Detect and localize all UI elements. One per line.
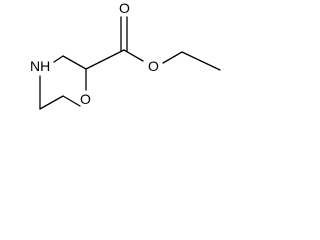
- ring-bond-c3-c2: [62, 55, 87, 70]
- bond-c2-carbonyl-carbon: [85, 49, 125, 70]
- ring-bond-o1-c6: [62, 95, 81, 107]
- chemical-structure-diagram: NH O O O: [30, 0, 221, 110]
- ring-bond-n-c3: [53, 55, 64, 63]
- ester-oxygen-label: O: [148, 58, 159, 74]
- bond-ester-oxygen-ch2: [162, 51, 183, 64]
- ring-oxygen-label: O: [80, 91, 91, 107]
- ring-nitrogen-label: NH: [30, 58, 50, 74]
- bond-carbonyl-ester-oxygen: [123, 49, 144, 62]
- ester-side-chain: [85, 16, 221, 71]
- carbonyl-oxygen-label: O: [119, 0, 130, 16]
- morpholine-ring: [39, 55, 87, 110]
- ring-bond-c6-c5: [39, 95, 64, 110]
- bond-ch2-ch3: [181, 51, 221, 71]
